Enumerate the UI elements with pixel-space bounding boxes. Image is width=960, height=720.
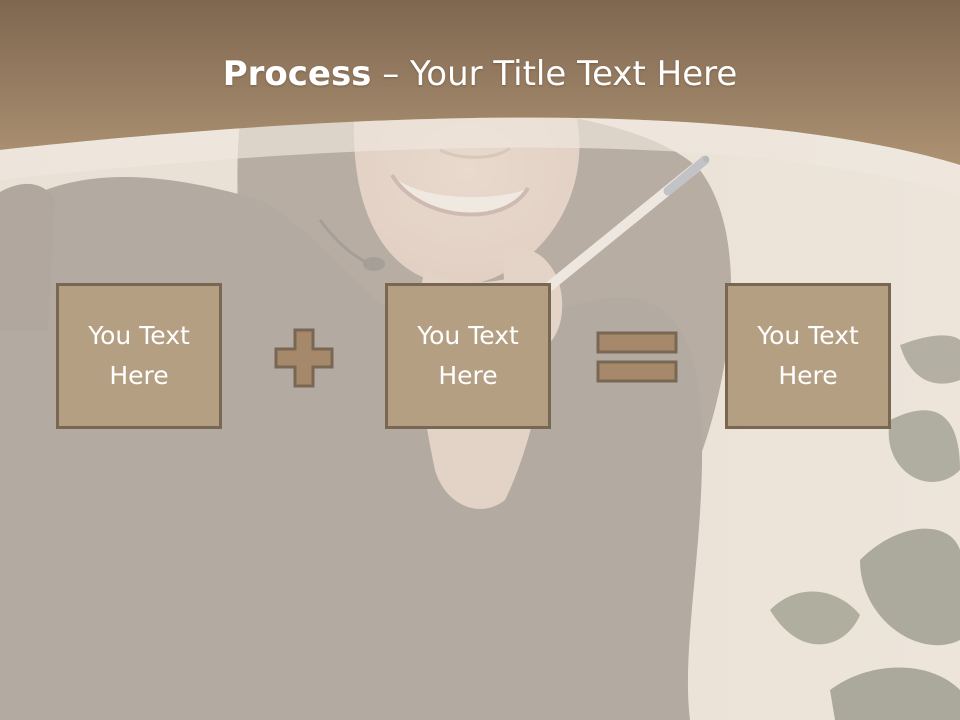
process-box-2-text: You Text Here	[417, 316, 519, 396]
slide-title: Process – Your Title Text Here	[0, 52, 960, 96]
process-box-3[interactable]: You Text Here	[725, 283, 891, 429]
process-box-1-line1: You Text	[88, 321, 190, 350]
title-bold: Process	[222, 54, 372, 94]
title-rest: – Your Title Text Here	[371, 54, 738, 94]
process-box-3-text: You Text Here	[757, 316, 859, 396]
process-box-3-line1: You Text	[757, 321, 859, 350]
equals-icon	[596, 331, 678, 383]
plus-icon	[274, 328, 334, 388]
process-box-2-line2: Here	[438, 361, 498, 390]
process-box-1[interactable]: You Text Here	[56, 283, 222, 429]
process-box-1-line2: Here	[109, 361, 169, 390]
process-box-2[interactable]: You Text Here	[385, 283, 551, 429]
process-box-1-text: You Text Here	[88, 316, 190, 396]
process-box-3-line2: Here	[778, 361, 838, 390]
process-box-2-line1: You Text	[417, 321, 519, 350]
